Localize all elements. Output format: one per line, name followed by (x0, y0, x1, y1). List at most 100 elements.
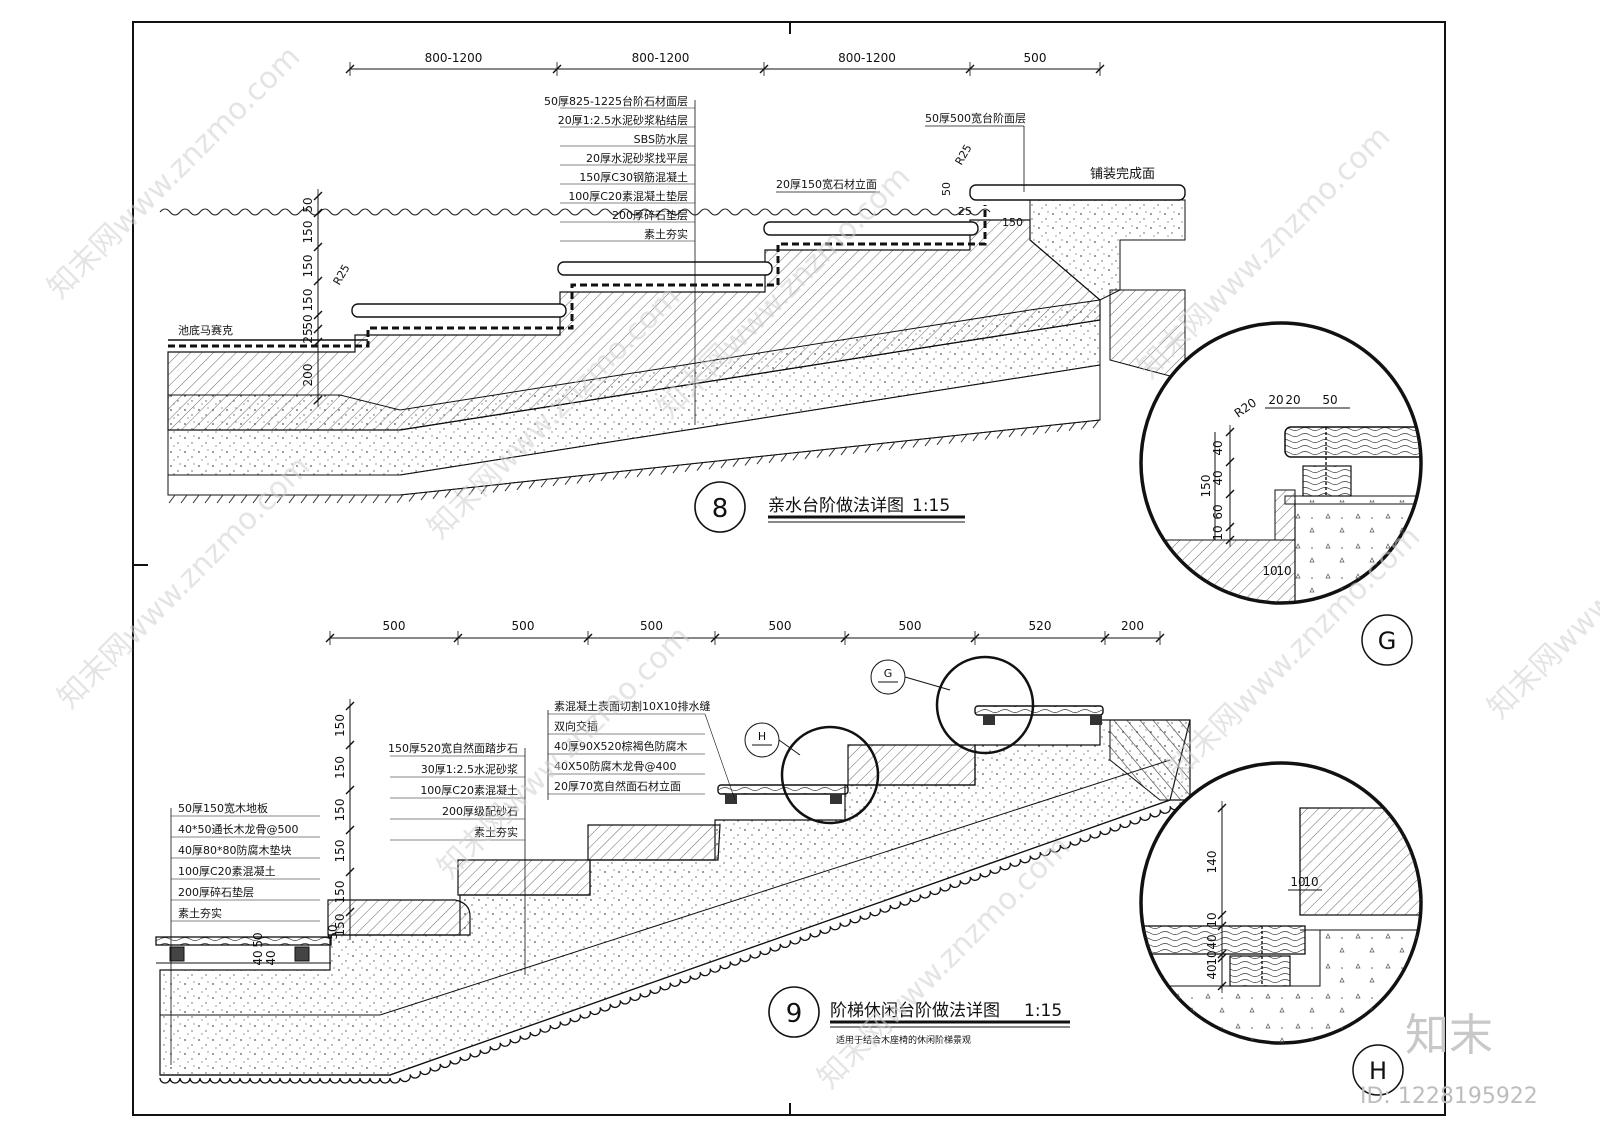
d8-vdim: 50 (301, 197, 315, 212)
d9-callout-g: G (884, 667, 893, 680)
d8-title: 亲水台阶做法详图 (768, 496, 904, 516)
d8-layer-label: 200厚碎石垫层 (612, 208, 688, 222)
d8-layer-label: 素土夯实 (644, 227, 688, 241)
d9-vdim: 150 (333, 881, 347, 904)
d8-number: 8 (712, 494, 729, 524)
d8-vdim: 150 (301, 255, 315, 278)
d9-subtitle: 适用于结合木座椅的休闲阶梯景观 (836, 1034, 971, 1046)
d8-layer-label: 50厚825-1225台阶石材面层 (544, 94, 688, 108)
d9-top-dim: 500 (640, 619, 663, 633)
h-vdim: 140 (1205, 851, 1219, 874)
g-vdim: 10 (1211, 525, 1225, 540)
d8-vdim: 25 (301, 328, 315, 343)
d9-left-dim: 40 (251, 950, 265, 965)
d9-wood-layer: 40厚90X520棕褐色防腐木 (554, 739, 688, 753)
g-vdim: 60 (1211, 504, 1225, 519)
d9-top-dim: 500 (383, 619, 406, 633)
brand-mark: 知末 (1405, 1010, 1493, 1061)
d9-mid-layer: 30厚1:2.5水泥砂浆 (421, 762, 518, 776)
h-top-dim: 10 (1290, 875, 1305, 889)
d9-wood-layer: 20厚70宽自然面石材立面 (554, 779, 681, 793)
d8-vdim: 50 (301, 314, 315, 329)
g-vdim: 40 (1211, 470, 1225, 485)
d9-wood-layer: 40X50防腐木龙骨@400 (554, 759, 677, 773)
d9-left-layer: 100厚C20素混凝土 (178, 864, 276, 878)
g-top-dim: 20 (1268, 393, 1283, 407)
d8-vdim: 150 (301, 289, 315, 312)
d9-top-dim: 500 (512, 619, 535, 633)
d9-scale: 1:15 (1024, 1001, 1062, 1021)
d9-title: 阶梯休闲台阶做法详图 (830, 1001, 1000, 1021)
d8-layer-label: 20厚水泥砂浆找平层 (586, 151, 688, 165)
d8-riser-note: 20厚150宽石材立面 (776, 177, 877, 191)
d9-number: 9 (786, 999, 803, 1029)
d8-scale: 1:15 (912, 496, 950, 516)
d9-vdim: 150 (333, 799, 347, 822)
g-vdim: 40 (1211, 440, 1225, 455)
d8-finish-label: 铺装完成面 (1090, 167, 1155, 182)
d9-left-dim: 40 (264, 950, 278, 965)
h-vdim: 40 (1205, 934, 1219, 949)
detail-9: 500 500 500 500 500 520 200 (155, 619, 1201, 1084)
d9-vdim: 150 (333, 714, 347, 737)
wm-1: 知末网www.znzmo.com (41, 39, 307, 305)
d8-radius: R25 (331, 262, 353, 287)
d9-mid-layer: 100厚C20素混凝土 (420, 783, 518, 797)
d8-dim-50: 50 (940, 182, 953, 196)
d8-top-dim: 800-1200 (425, 51, 483, 65)
h-vdim: 10 (1205, 912, 1219, 927)
d9-left-layer: 素土夯实 (178, 906, 222, 920)
d9-vdim-bottom: 150 (333, 914, 347, 937)
h-vdim: 40 (1205, 964, 1219, 979)
d8-dim-25: 25 (958, 205, 972, 218)
d8-right-radius: R25 (953, 142, 975, 167)
wm-9: 知末网www.znzmo.com (1481, 459, 1600, 725)
d8-right-layer: 50厚500宽台阶面层 (925, 111, 1026, 125)
h-top-dim: 10 (1303, 875, 1318, 889)
d8-dim-150: 150 (1002, 216, 1023, 229)
d8-top-dim: 800-1200 (838, 51, 896, 65)
d8-layer-label: 150厚C30钢筋混凝土 (579, 170, 688, 184)
d8-pool-label: 池底马赛克 (178, 323, 233, 337)
d8-vdim: 150 (301, 221, 315, 244)
d8-layer-label: SBS防水层 (634, 132, 688, 146)
d9-top-dim: 500 (769, 619, 792, 633)
detail-8: 800-1200 800-1200 800-1200 500 50 150 150 150 5… (159, 51, 1186, 533)
d9-vdim: 150 (333, 840, 347, 863)
d9-left-dim: 50 (251, 932, 265, 947)
d8-vdim: 200 (301, 364, 315, 387)
d9-top-dim: 200 (1121, 619, 1144, 633)
d9-mid-layer: 200厚级配砂石 (442, 805, 518, 818)
d9-wood-layer: 双向交插 (554, 719, 598, 733)
d8-layer-label: 100厚C20素混凝土垫层 (568, 189, 688, 203)
d9-top-dim: 520 (1029, 619, 1052, 633)
d9-mid-layer: 素土夯实 (474, 825, 518, 839)
g-total-dim: 150 (1199, 475, 1213, 498)
d9-left-layer: 200厚碎石垫层 (178, 885, 254, 899)
g-top-dim: 20 (1285, 393, 1300, 407)
d9-vdim: 150 (333, 756, 347, 779)
d9-left-layer: 40*50通长木龙骨@500 (178, 823, 299, 836)
g-bottom-dim: 10 (1262, 564, 1277, 578)
d9-top-dim: 500 (899, 619, 922, 633)
image-id: ID: 1228195922 (1360, 1084, 1538, 1109)
d8-top-dim: 500 (1024, 51, 1047, 65)
d8-top-dim: 800-1200 (632, 51, 690, 65)
d9-wood-layer: 素混凝土表面切割10X10排水缝 (554, 699, 711, 713)
g-top-dim: 50 (1322, 393, 1337, 407)
d8-layer-label: 20厚1:2.5水泥砂浆粘结层 (558, 113, 688, 127)
d9-left-dim: 50 (326, 924, 340, 939)
d9-left-layer: 50厚150宽木地板 (178, 801, 268, 815)
h-label: H (1369, 1057, 1387, 1085)
d9-callout-h: H (758, 730, 766, 743)
h-vdim: 10 (1205, 950, 1219, 965)
wm-2: 知末网www.znzmo.com (51, 449, 317, 715)
g-bottom-dim: 10 (1276, 564, 1291, 578)
d9-left-layer: 40厚80*80防腐木垫块 (178, 843, 292, 857)
g-label: G (1378, 627, 1397, 655)
d9-mid-layer: 150厚520宽自然面踏步石 (388, 741, 518, 755)
